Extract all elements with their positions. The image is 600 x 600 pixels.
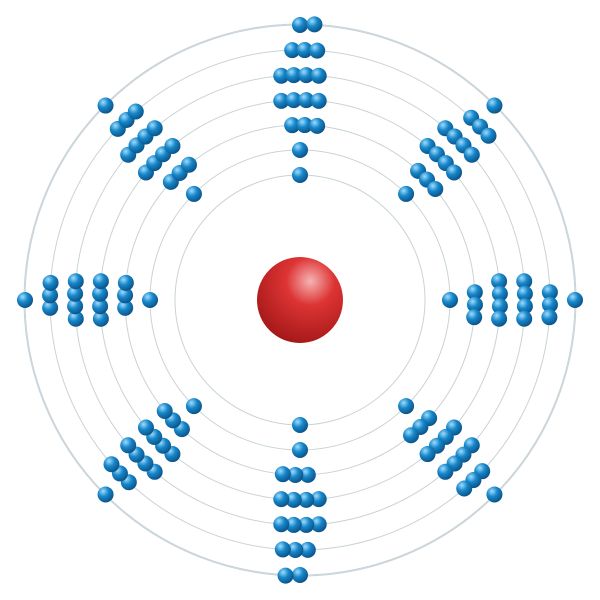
electron-shell-7-8 (97, 97, 114, 114)
electron-shell-5-11 (516, 298, 533, 315)
electron-shell-2-4 (398, 398, 415, 415)
electron-shell-6-2 (296, 42, 313, 59)
electron-shell-5-26 (67, 298, 84, 315)
electron-shell-6-7 (541, 284, 558, 301)
electron-shell-6-24 (127, 103, 144, 120)
electron-shell-1-1 (292, 167, 308, 183)
electron-shell-6-14 (287, 541, 304, 558)
electron-shell-3-3 (309, 117, 326, 134)
electron-shell-4-3 (298, 92, 315, 109)
electron-shell-4-8 (446, 164, 463, 181)
electron-shell-3-24 (180, 156, 197, 173)
electron-shell-4-18 (298, 491, 315, 508)
electron-shell-2-8 (185, 185, 202, 202)
electron-shell-5-12 (516, 310, 533, 327)
electron-shell-3-1 (284, 117, 301, 134)
electron-shell-5-8 (463, 146, 480, 163)
electron-shell-7-3 (567, 292, 583, 308)
electron-shell-4-4 (310, 92, 327, 109)
electron-shell-6-20 (42, 287, 59, 304)
electron-shell-4-20 (273, 491, 290, 508)
electrons (17, 16, 583, 584)
electron-shell-5-3 (298, 67, 315, 84)
electron-shell-6-3 (309, 42, 326, 59)
electron-shell-7-1 (292, 17, 308, 33)
electron-shell-6-8 (541, 296, 558, 313)
electron-shell-6-21 (42, 274, 59, 291)
electron-shell-1-2 (292, 417, 308, 433)
electron-shell-4-9 (491, 273, 508, 290)
electron-shell-7-5 (292, 567, 308, 583)
electron-shell-5-25 (67, 310, 84, 327)
electron-shell-7-4 (486, 486, 503, 503)
electron-shell-7-2 (486, 97, 503, 114)
electron-shell-3-9 (466, 309, 483, 326)
electron-shell-3-21 (117, 274, 134, 291)
electron-shell-3-12 (403, 427, 420, 444)
electron-shell-4-12 (491, 310, 508, 327)
electron-shell-3-20 (117, 287, 134, 304)
electron-shell-5-17 (310, 516, 327, 533)
electron-shell-6-1 (284, 42, 301, 59)
electron-shell-4-10 (491, 285, 508, 302)
electron-shell-5-16 (437, 463, 454, 480)
electron-shell-4-32 (164, 137, 181, 154)
electron-shell-6-9 (541, 309, 558, 326)
electron-shell-6-15 (274, 541, 291, 558)
electron-shell-5-1 (273, 67, 290, 84)
electron-shell-3-6 (427, 180, 444, 197)
electron-shell-3-19 (117, 299, 134, 316)
electron-shell-5-20 (273, 516, 290, 533)
electron-shell-2-5 (292, 442, 308, 458)
electron-shell-4-27 (92, 285, 109, 302)
electron-shell-6-6 (480, 127, 497, 144)
electron-shell-6-13 (299, 541, 316, 558)
electron-shell-5-18 (298, 516, 315, 533)
electron-shell-7-7 (17, 292, 33, 308)
electron-shell-4-24 (137, 419, 154, 436)
electron-shell-4-11 (491, 298, 508, 315)
electron-shell-3-15 (274, 466, 291, 483)
electron-shell-5-2 (285, 67, 302, 84)
nucleus (257, 257, 343, 343)
electron-shell-2-7 (142, 292, 158, 308)
electron-shell-2-3 (442, 292, 458, 308)
electron-shell-8-2 (277, 567, 294, 584)
electron-shell-4-25 (92, 310, 109, 327)
electron-shell-3-13 (299, 466, 316, 483)
electron-shell-3-7 (466, 284, 483, 301)
electron-shell-6-18 (103, 456, 120, 473)
electron-shell-2-1 (292, 142, 308, 158)
electron-shell-4-16 (419, 446, 436, 463)
electron-shell-2-2 (398, 185, 415, 202)
electron-shell-4-28 (92, 273, 109, 290)
electron-shell-6-12 (456, 480, 473, 497)
electron-shell-7-6 (97, 486, 114, 503)
electron-shell-6-19 (42, 299, 59, 316)
electron-shell-5-10 (516, 285, 533, 302)
electron-shell-4-19 (285, 491, 302, 508)
electron-shell-3-18 (156, 403, 173, 420)
electron-shell-3-8 (466, 296, 483, 313)
electron-shell-2-6 (185, 398, 202, 415)
electron-shell-5-24 (120, 437, 137, 454)
electron-shell-5-28 (67, 273, 84, 290)
electron-shell-5-9 (516, 273, 533, 290)
electron-shell-3-2 (296, 117, 313, 134)
electron-shell-5-32 (146, 120, 163, 137)
electron-shell-4-2 (285, 92, 302, 109)
electron-shell-4-26 (92, 298, 109, 315)
electron-shell-4-1 (273, 92, 290, 109)
electron-shell-4-17 (310, 491, 327, 508)
electron-shell-5-19 (285, 516, 302, 533)
electron-shell-5-4 (310, 67, 327, 84)
electron-shell-5-27 (67, 285, 84, 302)
electron-shell-8-1 (306, 16, 323, 33)
electron-shell-3-14 (287, 466, 304, 483)
